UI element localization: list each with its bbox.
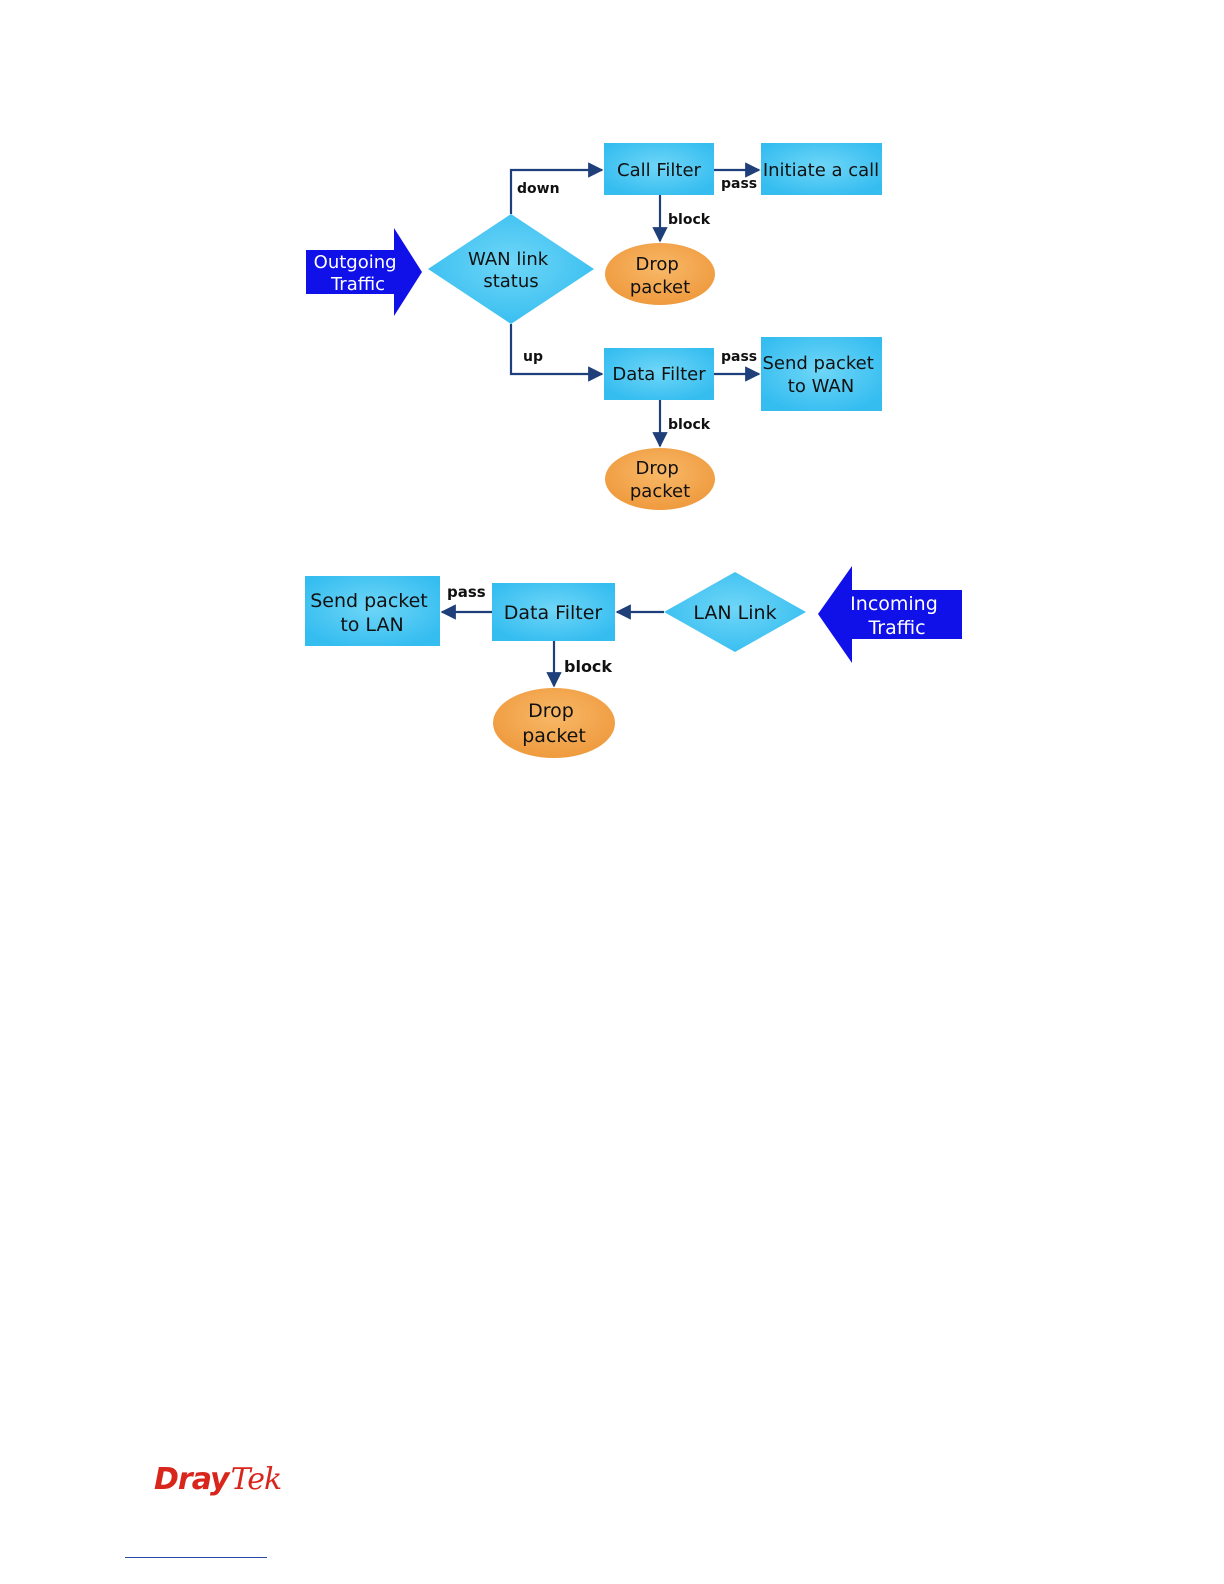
drop-packet-data-node: Drop packet bbox=[605, 448, 715, 510]
edge-label-up: up bbox=[523, 349, 543, 365]
incoming-data-filter-node: Data Filter bbox=[492, 583, 615, 641]
outgoing-data-filter-label: Data Filter bbox=[612, 364, 706, 385]
call-filter-label: Call Filter bbox=[617, 160, 702, 181]
edge-label-incoming-pass: pass bbox=[447, 583, 486, 601]
edge-label-call-pass: pass bbox=[721, 176, 757, 192]
send-packet-wan-node: Send packet to WAN bbox=[761, 337, 882, 411]
draytek-logo: DrayTek bbox=[154, 1462, 281, 1497]
incoming-data-filter-label: Data Filter bbox=[504, 602, 603, 624]
filter-flow-diagram: Outgoing Traffic WAN link status Call Fi… bbox=[0, 0, 1224, 800]
edge-label-data-block: block bbox=[668, 417, 711, 433]
initiate-call-label: Initiate a call bbox=[763, 160, 879, 181]
drop-packet-incoming-ellipse bbox=[493, 688, 615, 758]
outgoing-traffic-node: Outgoing Traffic bbox=[306, 228, 422, 316]
initiate-call-node: Initiate a call bbox=[761, 143, 882, 195]
outgoing-data-filter-node: Data Filter bbox=[604, 348, 714, 400]
send-packet-lan-node: Send packet to LAN bbox=[305, 576, 440, 646]
edge-label-call-block: block bbox=[668, 212, 711, 228]
lan-link-decision: LAN Link bbox=[664, 572, 806, 652]
lan-link-label: LAN Link bbox=[693, 602, 776, 624]
logo-tek-text: Tek bbox=[231, 1462, 282, 1497]
call-filter-node: Call Filter bbox=[604, 143, 714, 195]
edge-label-data-pass: pass bbox=[721, 349, 757, 365]
edge-label-incoming-block: block bbox=[564, 657, 612, 676]
footer-rule bbox=[125, 1557, 267, 1558]
drop-packet-incoming-node: Drop packet bbox=[493, 688, 615, 758]
edge-label-down: down bbox=[517, 181, 560, 197]
drop-packet-call-node: Drop packet bbox=[605, 243, 715, 305]
wan-link-status-decision: WAN link status bbox=[428, 214, 594, 324]
send-packet-wan-box bbox=[761, 337, 882, 411]
incoming-traffic-node: Incoming Traffic bbox=[818, 566, 962, 663]
logo-dray-text: Dray bbox=[154, 1462, 229, 1497]
